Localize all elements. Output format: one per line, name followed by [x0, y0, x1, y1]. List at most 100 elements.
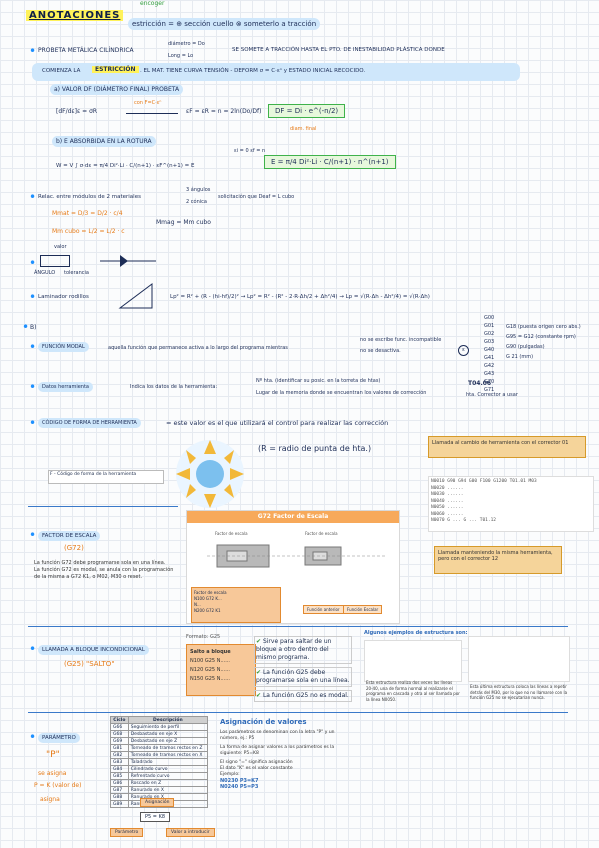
- g25-checks: ✔ Sirve para saltar de un bloque a otro …: [254, 636, 352, 702]
- ejemplo-2-desc: Esta última estructura coloca las líneas…: [470, 684, 568, 700]
- parametro-label: PARÁMETRO: [38, 733, 80, 743]
- probeta-desc: SE SOMETE A TRACCIÓN HASTA EL PTO. DE IN…: [232, 47, 445, 53]
- estriccion-definition: estricción = ⊕ sección cuello ⊗ someterl…: [128, 18, 321, 30]
- t0406-note: hta. Corrector a usar: [466, 392, 518, 398]
- datos-label: Datos herramienta: [38, 382, 93, 392]
- factor-escala-bullets: La función G72 debe programarse sola en …: [34, 560, 174, 580]
- cycle-desc: Roscado en Z: [127, 779, 209, 787]
- ejemplo-1-code: [364, 640, 462, 682]
- cycle-code: G86: [110, 779, 129, 787]
- cycle-code: G83: [110, 758, 129, 766]
- probeta-title: PROBETA METÁLICA CILÍNDRICA: [38, 47, 134, 54]
- brace-diametro: diámetro = Do: [168, 41, 205, 47]
- corrector-callout-1: Llamada al cambio de herramienta con el …: [428, 436, 586, 458]
- section-b3-label: B): [30, 324, 37, 331]
- arrow-line: [126, 113, 178, 114]
- mmat-eq3: Mmag = Mm cubo: [156, 219, 211, 226]
- forma-desc: = este valor es el que utilizará el cont…: [166, 419, 389, 427]
- divider: [28, 626, 568, 627]
- cycle-code: G69: [110, 737, 129, 745]
- eq-a1-note: con F=C·εⁿ: [134, 100, 162, 106]
- tool-shape-caption: F - Código de forma de la herramienta: [48, 470, 164, 484]
- cycle-desc: Refrentado curvo: [127, 772, 209, 780]
- modal-opt-1: no se escribe func. incompatible: [360, 337, 442, 343]
- asignacion-diagram-right: Valor a introducir: [166, 828, 215, 837]
- cycle-desc: Desbastado en eje Z: [127, 737, 209, 745]
- g-code-notes: G18 (puesta origen cero abs.)G95 = G12 (…: [506, 324, 581, 360]
- cycle-code: G88: [110, 793, 129, 801]
- forma-label: CÓDIGO DE FORMA DE HERRAMIENTA: [38, 418, 141, 428]
- parametro-eq: P = K (valor de): [34, 782, 82, 789]
- ejemplo-1-desc: Esta estructura realiza dos veces las lí…: [366, 680, 460, 702]
- ejemplo-2-code: [468, 636, 570, 682]
- bullet-icon: •: [22, 320, 30, 334]
- formato-label: Formato: G25: [186, 634, 221, 640]
- modal-label: FUNCIÓN MODAL: [38, 342, 89, 352]
- eq-b1: W = V ∫ σ·dε = π/4 Di²·Li · C/(n+1) · εF…: [56, 163, 195, 169]
- llamada-label: LLAMADA A BLOQUE INCONDICIONAL: [38, 645, 149, 655]
- relac-note: solicitación que Deaf = L cubo: [218, 194, 295, 200]
- comienza-label: COMIENZA LA: [42, 68, 81, 74]
- bullet-icon: •: [29, 290, 37, 304]
- cycle-code: G68: [110, 730, 129, 738]
- cycle-code: G87: [110, 786, 129, 794]
- cycle-code: G66: [110, 723, 129, 731]
- estriccion-highlight: ESTRICCIÓN: [92, 66, 139, 73]
- divider: [28, 712, 568, 713]
- g25-code-box: Salto a bloque N100 G25 N...... N120 G25…: [186, 644, 256, 696]
- divider: [28, 506, 178, 507]
- asignacion-text: Los parámetros se denominan con la letra…: [220, 730, 335, 790]
- cycle-code: G84: [110, 765, 129, 773]
- mmat-eq2: Mm cubo = L/2 = L/2 · c: [52, 228, 125, 235]
- bullet-icon: •: [29, 730, 37, 744]
- angle-label: ÁNGULO: [34, 270, 56, 276]
- cycle-desc: Torneado de tramos rectos en Z: [127, 744, 209, 752]
- result-b-box: E = π/4 Di²·Li · C/(n+1) · n^(n+1): [264, 155, 396, 169]
- func-anterior-tag: Función anterior: [303, 605, 344, 614]
- tolerance-frame-icon: [40, 255, 70, 267]
- brace-long: Long = Lo: [168, 53, 194, 59]
- radio-note: (R = radio de punta de hta.): [258, 444, 372, 453]
- asignacion-diagram-left: Parámetro: [110, 828, 144, 837]
- tool-shape-panel: F - Código de forma de la herramienta: [44, 436, 164, 520]
- bullet-icon: •: [29, 190, 37, 204]
- g72-panel: G72 Factor de Escala Factor de escala Fa…: [186, 510, 400, 624]
- bullet-icon: •: [29, 256, 37, 270]
- bullet-icon: •: [29, 642, 37, 656]
- t0406-label: T04.06: [468, 380, 492, 387]
- eq-a2: εF = εR = n = 2ln(Do/Df): [186, 108, 262, 115]
- relac-label: Relac. entre módulos de 2 materiales: [38, 194, 141, 200]
- datos-item-1: Nº hta. (identificar su posic. en la tor…: [256, 378, 381, 384]
- cycle-desc: Torneado de tramos rectos en X: [127, 751, 209, 759]
- cycle-desc: Desbastado en eje X: [127, 730, 209, 738]
- tool-shape-diagram-icon: [176, 440, 244, 508]
- se-asigna-label: se asigna: [38, 770, 67, 777]
- bullet-icon: •: [29, 380, 37, 394]
- eq-b1-note: εi = 0 εf = n: [234, 148, 266, 154]
- example-marker-icon: ε: [458, 345, 469, 356]
- datos-desc: Indica los datos de la herramienta:: [130, 384, 218, 390]
- laminador-label: Laminador rodillos: [38, 294, 89, 300]
- eq-a1: [dF/dε]ε = σR: [56, 108, 98, 115]
- result-a-note: diam. final: [290, 126, 317, 132]
- section-a-label: a) VALOR DF (DIÁMETRO FINAL) PROBETA: [50, 84, 184, 95]
- cycle-desc: Ranurado en X: [127, 786, 209, 794]
- asignacion-title: Asignación de valores: [220, 718, 307, 726]
- relac-opt-2: 2 cónica: [186, 199, 207, 205]
- asignacion-diagram-mid: P5 = K8: [140, 812, 171, 822]
- llamada-code: (G25) "SALTO": [64, 660, 115, 668]
- factor-escala-label: FACTOR DE ESCALA: [38, 531, 101, 541]
- highlight-band: [32, 63, 520, 81]
- corrector-callout-2: Llamada manteniendo la misma herramienta…: [434, 546, 562, 574]
- bullet-icon: •: [29, 528, 37, 542]
